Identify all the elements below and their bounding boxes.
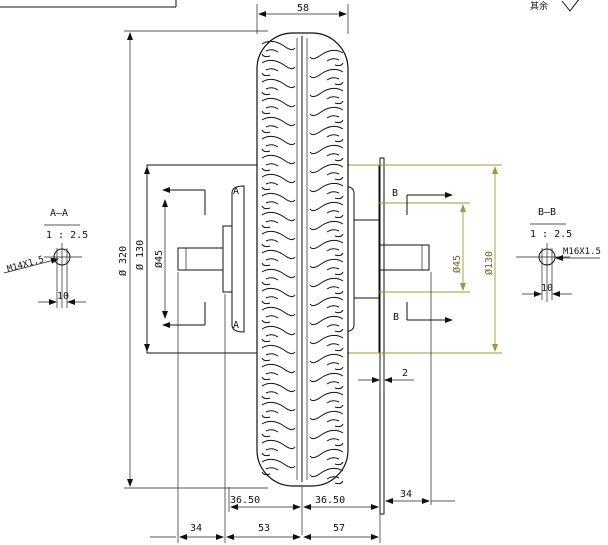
- dimension-left-flange: Ø 130: [134, 166, 150, 352]
- tread-block: [309, 258, 344, 276]
- tread-block: [309, 429, 344, 447]
- section-cut-b: B B: [392, 188, 453, 323]
- tread-block: [261, 211, 296, 229]
- tire-tread-left: [261, 40, 296, 476]
- section-b-title: B–B: [538, 207, 556, 218]
- tread-block: [309, 220, 344, 238]
- dimension-left-shaft: Ø45: [153, 199, 168, 319]
- tread-block: [261, 154, 296, 172]
- tread-block: [261, 325, 296, 343]
- right-half-width-label: 36.50: [315, 495, 345, 506]
- tread-block: [309, 106, 344, 124]
- left-shaft: [177, 247, 224, 271]
- dimension-bottom-chain: 34 53 57: [150, 272, 381, 543]
- dimension-right-offset: 34: [385, 272, 455, 505]
- mounting-plate: [379, 157, 385, 515]
- tread-block: [261, 40, 296, 58]
- right-shaft-diameter-label: Ø45: [451, 255, 463, 273]
- right-shaft: [378, 244, 430, 271]
- tread-block: [309, 315, 344, 333]
- tread-block: [261, 382, 296, 400]
- tread-block: [261, 458, 296, 476]
- tread-block: [261, 59, 296, 77]
- roughness-note: 其余: [530, 0, 580, 12]
- tread-block: [261, 135, 296, 153]
- roughness-note-text: 其余: [530, 0, 548, 12]
- right-offset-label: 34: [400, 489, 412, 500]
- section-b-scale: 1 : 2.5: [530, 229, 572, 240]
- tread-block: [261, 268, 296, 286]
- tread-block: [261, 116, 296, 134]
- left-shaft-extension-label: 34: [190, 523, 202, 534]
- section-b-bottom-marker: B: [393, 312, 399, 323]
- tread-block: [261, 287, 296, 305]
- tread-block: [261, 439, 296, 457]
- left-hub-boss: [231, 185, 245, 333]
- tread-block: [309, 144, 344, 162]
- left-overall-label: 53: [258, 523, 270, 534]
- dimension-right-shaft: Ø45: [378, 202, 470, 293]
- section-a-scale: 1 : 2.5: [46, 230, 88, 241]
- section-b-thread-label: M16X1.5: [563, 247, 601, 257]
- roughness-symbol-icon: [561, 0, 580, 12]
- right-overall-label: 57: [333, 523, 345, 534]
- tread-block: [261, 249, 296, 267]
- tread-block: [309, 182, 344, 200]
- tread-block: [309, 125, 344, 143]
- tire-tread-right: [309, 49, 344, 485]
- tread-block: [309, 372, 344, 390]
- tread-block: [309, 296, 344, 314]
- tread-block: [261, 173, 296, 191]
- dimension-half-widths: 36.50 36.50: [228, 487, 379, 535]
- tread-block: [261, 344, 296, 362]
- tread-block: [261, 230, 296, 248]
- tread-block: [261, 97, 296, 115]
- tread-block: [309, 49, 344, 67]
- section-b-view: B–B 1 : 2.5 M16X1.5 10: [516, 207, 601, 302]
- title-block-corner: [0, 0, 177, 8]
- tread-block: [309, 239, 344, 257]
- tire-width-label: 58: [297, 3, 309, 14]
- section-a-thread-label: M14X1.5: [6, 255, 45, 275]
- section-a-bottom-marker: A: [233, 320, 239, 331]
- section-a-view: A–A 1 : 2.5 M14X1.5 10: [3, 208, 88, 308]
- tread-block: [261, 192, 296, 210]
- tread-block: [309, 277, 344, 295]
- tread-block: [309, 163, 344, 181]
- section-a-width-label: 10: [57, 291, 69, 302]
- wheel-assembly: [146, 32, 430, 515]
- dimension-tire-diameter: Ø 320: [117, 30, 268, 489]
- tread-block: [261, 401, 296, 419]
- tread-block: [309, 467, 344, 485]
- left-bearing-seat: [222, 225, 233, 293]
- left-flange-diameter-label: Ø 130: [134, 240, 146, 270]
- tread-block: [261, 78, 296, 96]
- tread-block: [309, 87, 344, 105]
- tread-block: [309, 201, 344, 219]
- tread-block: [309, 391, 344, 409]
- section-b-top-marker: B: [392, 188, 398, 199]
- left-half-width-label: 36.50: [230, 495, 260, 506]
- right-flange-diameter-label: Ø130: [483, 251, 495, 275]
- dimension-tire-width: 58: [256, 3, 349, 34]
- tread-block: [309, 448, 344, 466]
- dimension-right-flange: Ø130: [349, 164, 502, 354]
- tread-block: [309, 68, 344, 86]
- left-shaft-diameter-label: Ø45: [153, 250, 165, 268]
- tread-block: [309, 410, 344, 428]
- right-bearing-seat: [353, 219, 380, 299]
- tread-block: [261, 363, 296, 381]
- tread-block: [309, 353, 344, 371]
- section-cut-a: A A: [162, 186, 239, 331]
- section-a-title: A–A: [50, 208, 68, 219]
- tire-diameter-label: Ø 320: [117, 246, 129, 276]
- dimension-plate-thickness: 2: [358, 355, 414, 392]
- tread-block: [309, 334, 344, 352]
- section-a-top-marker: A: [233, 186, 239, 197]
- plate-thickness-label: 2: [402, 368, 408, 379]
- section-b-width-label: 10: [541, 283, 553, 294]
- tread-block: [261, 420, 296, 438]
- tread-block: [261, 306, 296, 324]
